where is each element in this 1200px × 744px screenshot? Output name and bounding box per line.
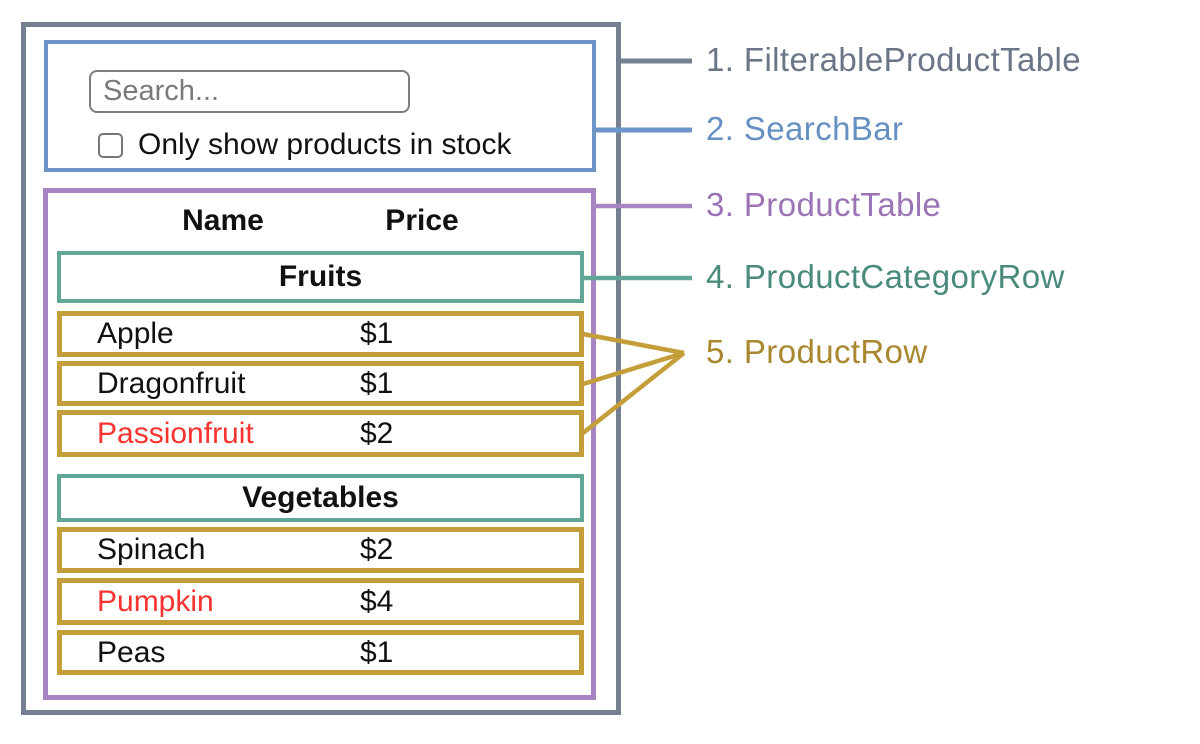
product-price: $1 — [360, 366, 394, 400]
search-input[interactable] — [89, 70, 410, 113]
product-category-row-vegetables: Vegetables — [57, 474, 584, 522]
legend-item-search-bar: 2. SearchBar — [706, 110, 904, 148]
filterable-product-table-outline: Only show products in stock Name Price F… — [21, 22, 621, 715]
product-row-spinach: Spinach $2 — [57, 527, 584, 573]
product-price: $1 — [360, 317, 394, 350]
product-price: $1 — [360, 635, 394, 669]
category-label: Fruits — [278, 260, 363, 293]
table-header-row: Name Price — [48, 198, 591, 243]
in-stock-checkbox-label: Only show products in stock — [138, 128, 512, 161]
product-name: Dragonfruit — [97, 366, 246, 400]
product-name: Peas — [97, 635, 166, 669]
product-category-row-fruits: Fruits — [57, 251, 584, 303]
legend-item-product-row: 5. ProductRow — [706, 333, 928, 371]
product-name-out-of-stock: Pumpkin — [97, 584, 214, 618]
product-price: $2 — [360, 416, 394, 450]
legend-item-product-category-row: 4. ProductCategoryRow — [706, 258, 1065, 296]
column-header-price: Price — [385, 203, 459, 237]
search-bar-outline: Only show products in stock — [44, 40, 596, 172]
product-row-apple: Apple $1 — [57, 311, 584, 357]
in-stock-checkbox[interactable] — [98, 132, 123, 158]
column-header-name: Name — [182, 203, 264, 237]
product-price: $4 — [360, 584, 394, 618]
product-name: Spinach — [97, 533, 206, 566]
product-name: Apple — [97, 317, 174, 350]
product-price: $2 — [360, 533, 394, 566]
product-row-peas: Peas $1 — [57, 630, 584, 675]
product-row-pumpkin: Pumpkin $4 — [57, 578, 584, 625]
product-name-out-of-stock: Passionfruit — [97, 416, 254, 450]
legend-item-product-table: 3. ProductTable — [706, 186, 942, 224]
in-stock-filter-row: Only show products in stock — [98, 128, 512, 162]
legend-item-filterable-product-table: 1. FilterableProductTable — [706, 41, 1082, 79]
product-row-dragonfruit: Dragonfruit $1 — [57, 361, 584, 406]
product-row-passionfruit: Passionfruit $2 — [57, 410, 584, 457]
product-table-outline: Name Price Fruits Apple $1 Dragonfruit $… — [43, 188, 596, 700]
category-label: Vegetables — [242, 481, 399, 514]
